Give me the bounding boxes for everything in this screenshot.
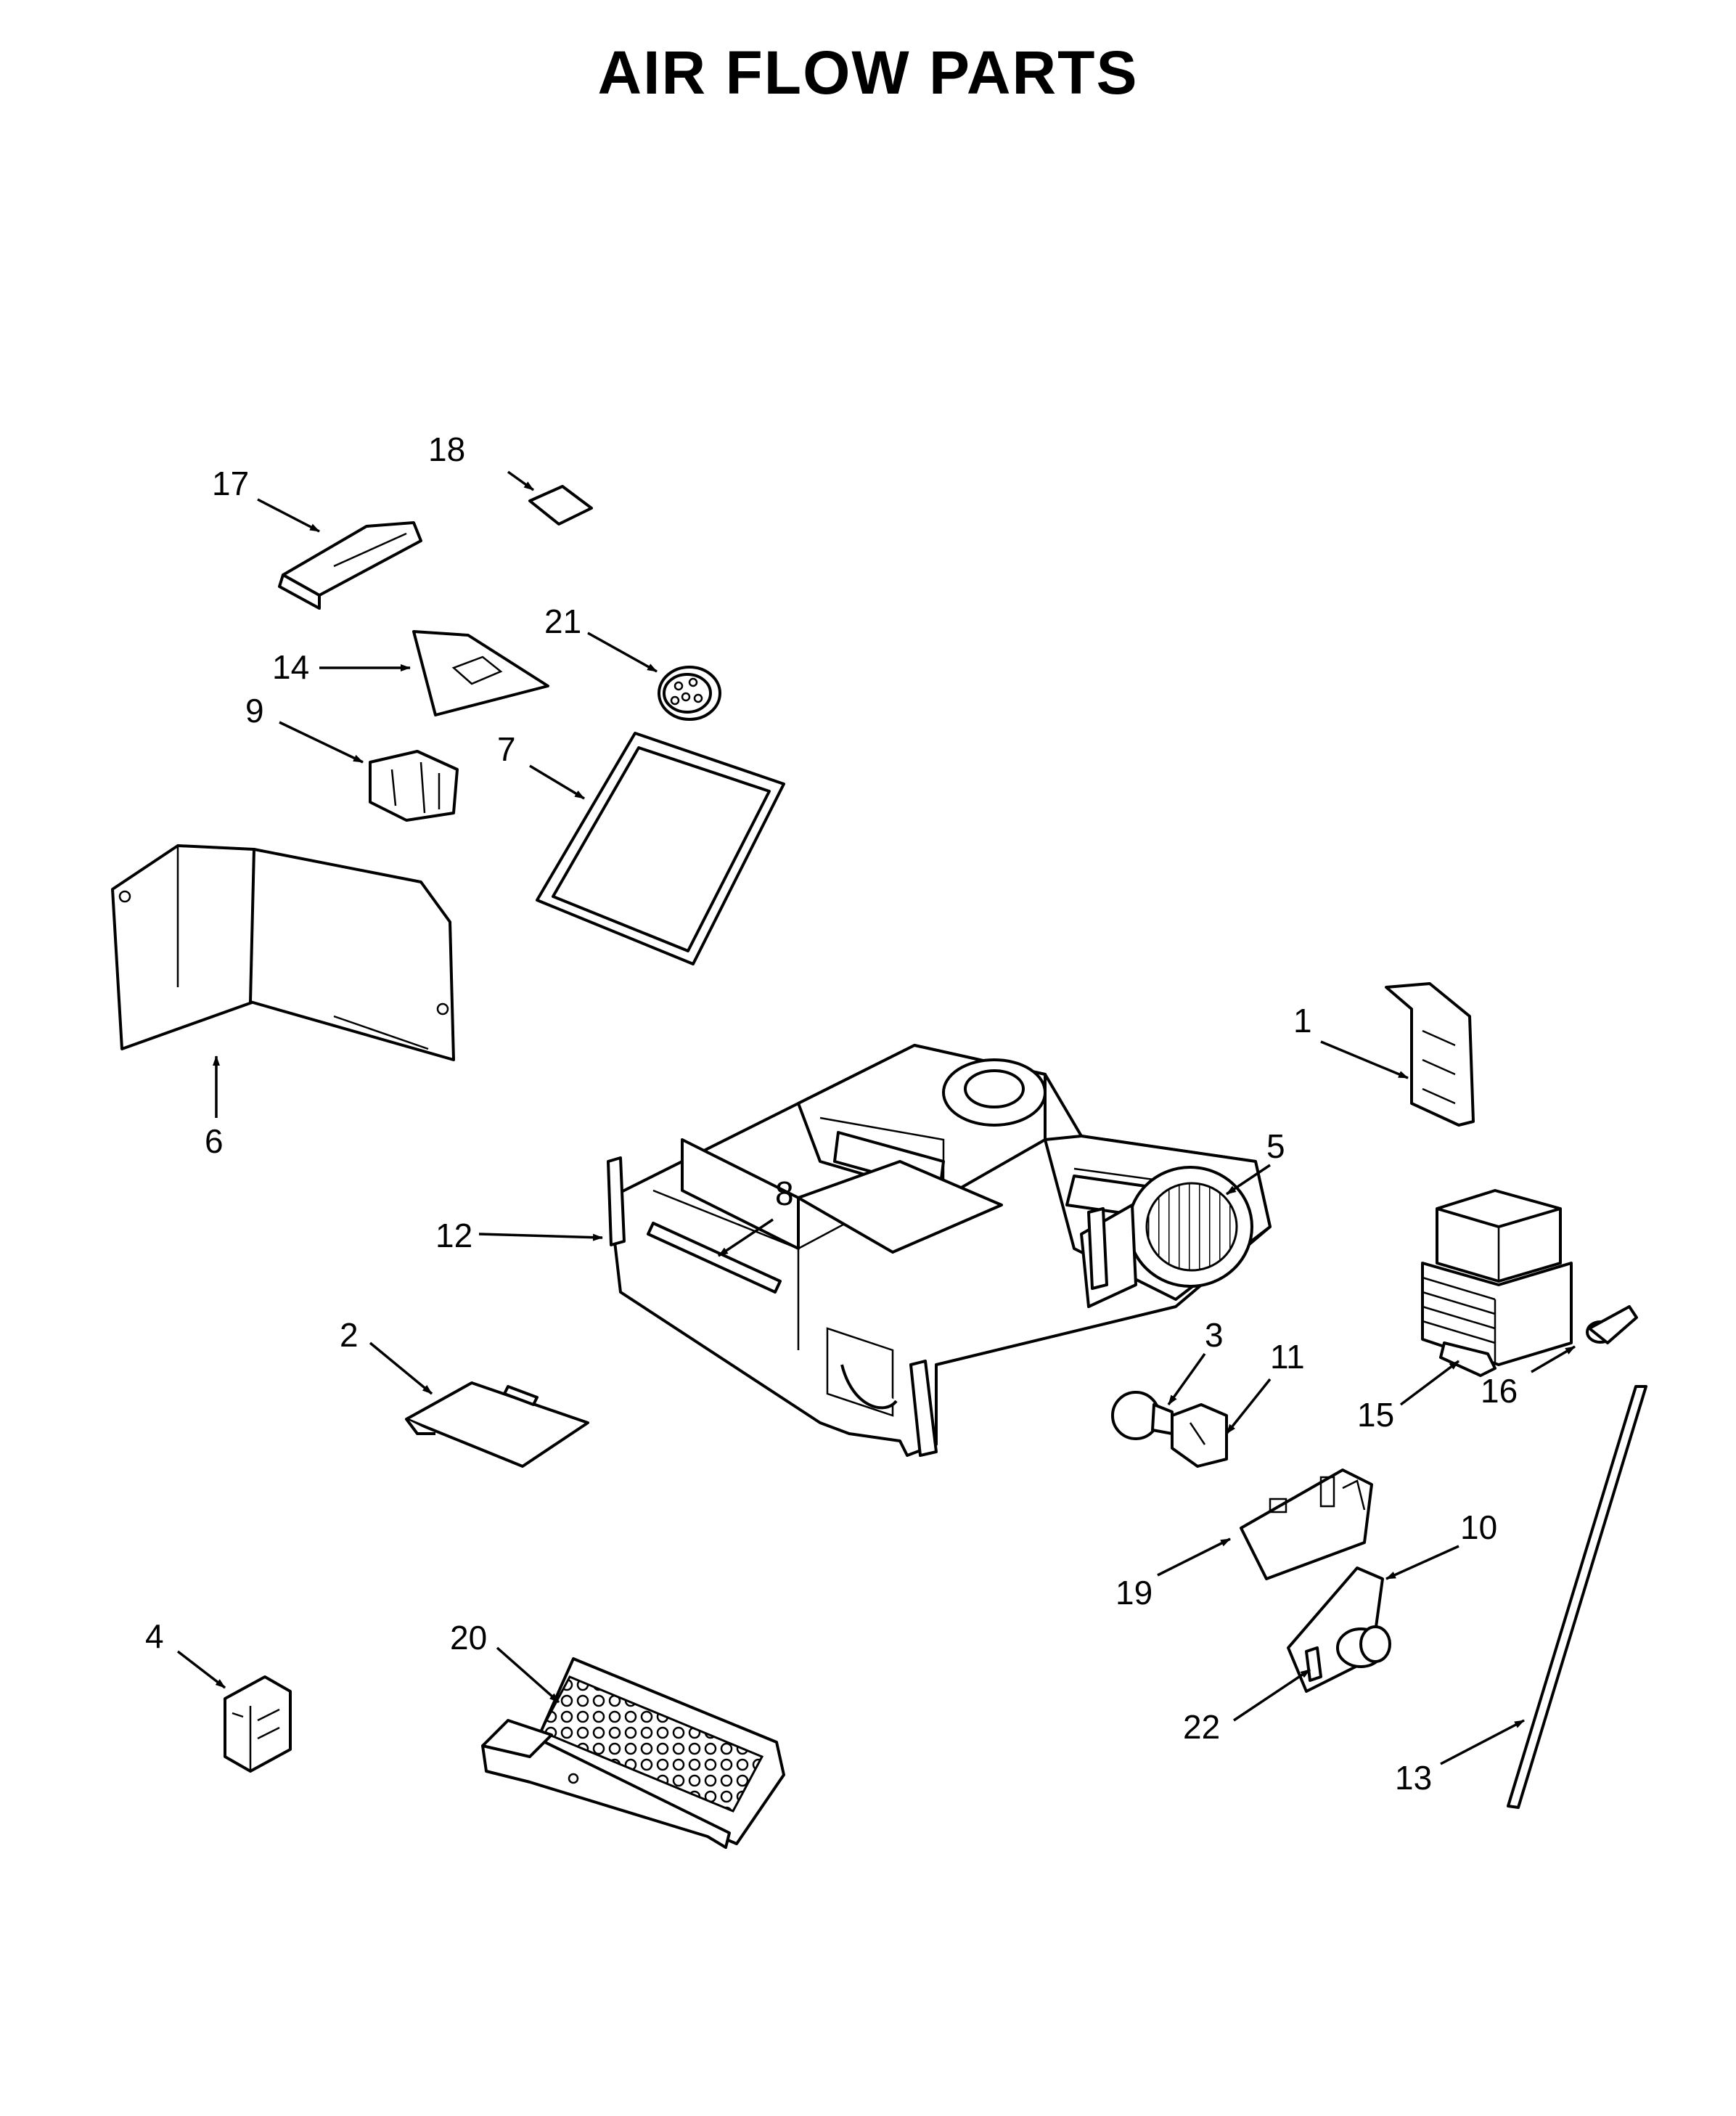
- part-19-circuit-board: [1240, 1468, 1373, 1580]
- part-3-lamp: [1111, 1391, 1174, 1440]
- callout-16: 16: [1481, 1372, 1518, 1410]
- part-1-bracket: [1385, 982, 1475, 1127]
- part-14-plate: [412, 630, 549, 716]
- page-title: AIR FLOW PARTS: [597, 38, 1139, 107]
- callout-7: 7: [497, 730, 516, 768]
- callout-17: 17: [212, 465, 249, 502]
- callout-12: 12: [435, 1217, 472, 1254]
- callout-20: 20: [450, 1619, 487, 1657]
- callout-22: 22: [1183, 1708, 1220, 1746]
- callout-4: 4: [145, 1617, 164, 1655]
- callout-10: 10: [1460, 1508, 1497, 1546]
- callout-21: 21: [544, 602, 581, 640]
- part-20-vent-grille: [481, 1657, 785, 1849]
- callout-19: 19: [1115, 1574, 1152, 1611]
- callout-15: 15: [1357, 1396, 1394, 1434]
- part-6-shield: [111, 844, 455, 1061]
- callout-9: 9: [245, 692, 264, 730]
- callout-14: 14: [272, 648, 309, 686]
- part-11-lamp-socket: [1171, 1403, 1228, 1468]
- part-18-square-pad: [528, 485, 593, 526]
- callout-2: 2: [340, 1316, 359, 1354]
- part-2-cover-plate: [405, 1381, 589, 1468]
- callout-18: 18: [428, 430, 465, 468]
- part-17-cover: [278, 521, 422, 610]
- callout-3: 3: [1205, 1316, 1224, 1354]
- part-16-thermal-switch: [1586, 1305, 1638, 1344]
- callout-6: 6: [205, 1122, 224, 1160]
- part-21-round-filter: [658, 666, 721, 721]
- callout-8: 8: [775, 1175, 794, 1212]
- part-13-rod: [1507, 1385, 1647, 1809]
- callout-13: 13: [1395, 1759, 1432, 1797]
- part-15-transformer: [1421, 1189, 1573, 1377]
- main-air-housing: [607, 1044, 1272, 1457]
- callout-5: 5: [1266, 1127, 1285, 1165]
- callout-labels: 1 2 3 4 5 6 7 8 9 10 11 12 13 14 15 16 1…: [145, 430, 1518, 1797]
- part-7-gasket-frame: [536, 732, 785, 965]
- leader-lines: [176, 470, 1576, 1765]
- callout-1: 1: [1293, 1002, 1312, 1039]
- part-22-cap: [1305, 1625, 1391, 1682]
- callout-11: 11: [1270, 1338, 1305, 1376]
- part-4-clip: [224, 1675, 292, 1773]
- part-9-bracket: [369, 750, 459, 822]
